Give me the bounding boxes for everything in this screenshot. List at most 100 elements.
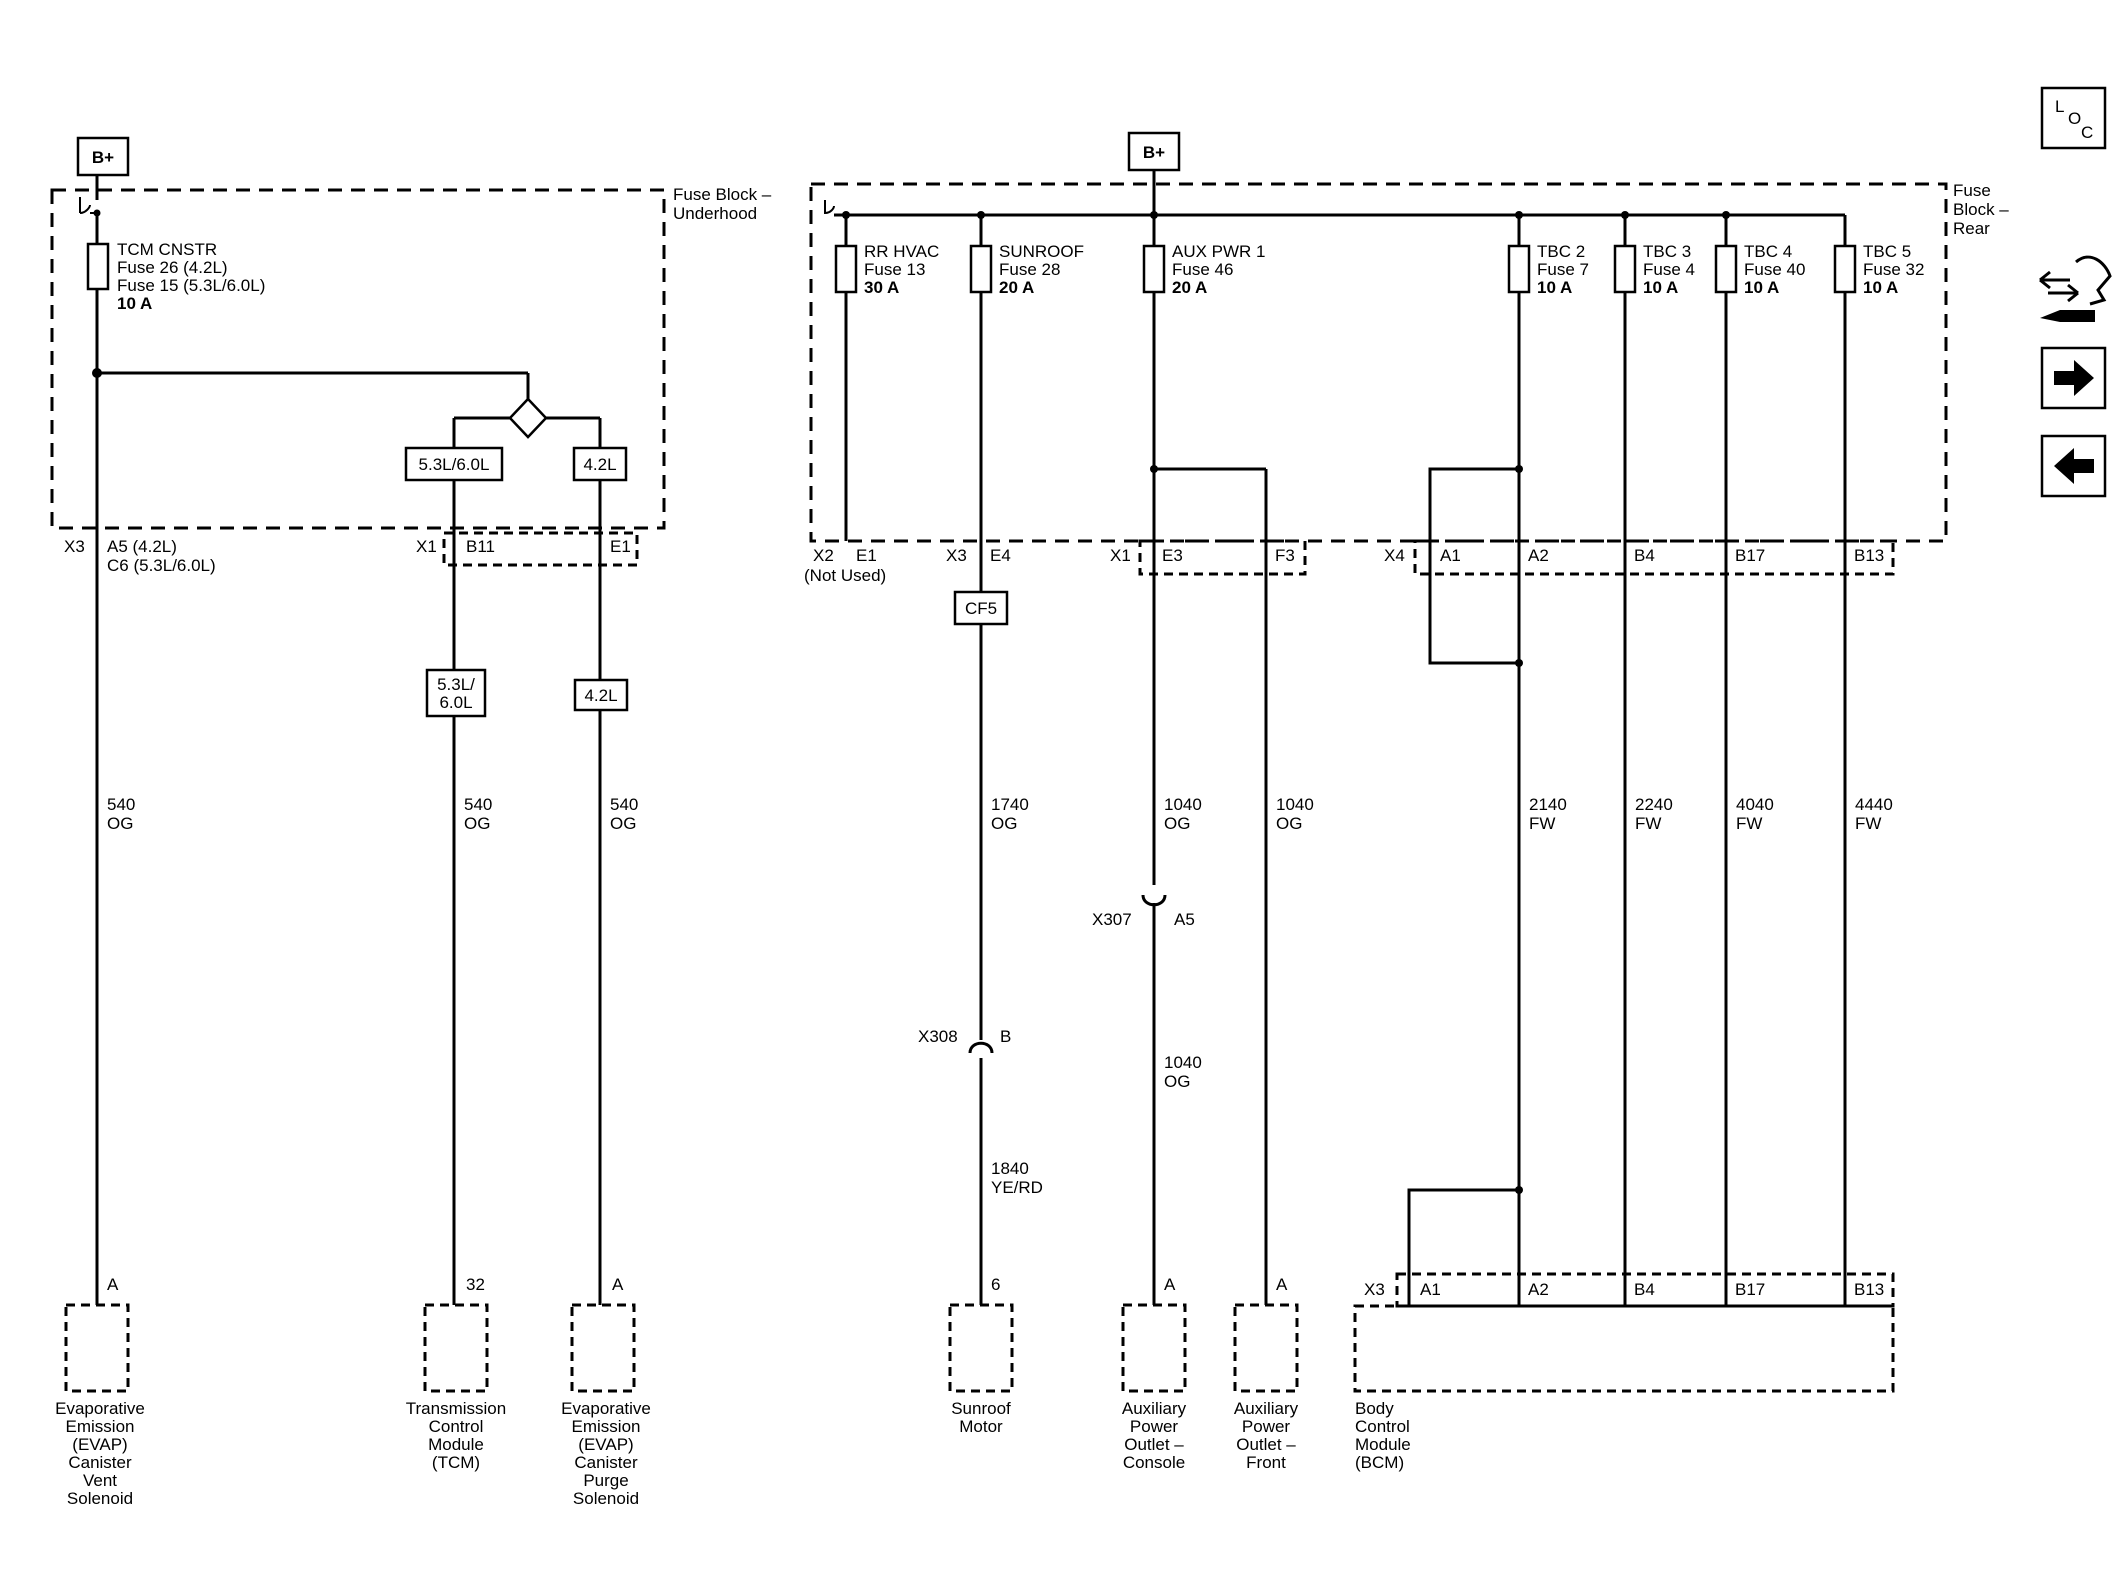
svg-text:Solenoid: Solenoid (67, 1489, 133, 1508)
svg-text:4040: 4040 (1736, 795, 1774, 814)
svg-text:SUNROOF: SUNROOF (999, 242, 1084, 261)
wire-label-1040-front: 1040 OG (1276, 795, 1314, 833)
svg-text:Underhood: Underhood (673, 204, 757, 223)
svg-text:OG: OG (1164, 814, 1190, 833)
svg-text:1040: 1040 (1164, 795, 1202, 814)
wire-label-4440: 4440 FW (1855, 795, 1893, 833)
svg-text:OG: OG (1276, 814, 1302, 833)
svg-text:1840: 1840 (991, 1159, 1029, 1178)
svg-text:OG: OG (107, 814, 133, 833)
svg-text:B4: B4 (1634, 1280, 1655, 1299)
fuse-sunroof-label: SUNROOF Fuse 28 20 A (999, 242, 1084, 297)
fuse-tbc-3-label: TBC 3 Fuse 4 10 A (1643, 242, 1695, 297)
wire-label-540-a: 540 OG (107, 795, 135, 833)
comp-tcm (423, 1303, 489, 1393)
svg-text:Vent: Vent (83, 1471, 117, 1490)
svg-text:(TCM): (TCM) (432, 1453, 480, 1472)
connector-view-icon[interactable] (2039, 255, 2112, 322)
svg-text:C: C (2081, 123, 2093, 142)
fuse-tbc-2-label: TBC 2 Fuse 7 10 A (1537, 242, 1589, 297)
svg-text:FW: FW (1635, 814, 1661, 833)
svg-text:E1: E1 (610, 537, 631, 556)
svg-text:E3: E3 (1162, 546, 1183, 565)
svg-text:5.3L/6.0L: 5.3L/6.0L (419, 455, 490, 474)
comp-aux-outlet-console-label: Auxiliary Power Outlet – Console (1122, 1399, 1187, 1472)
svg-text:Control: Control (429, 1417, 484, 1436)
svg-text:A5 (4.2L): A5 (4.2L) (107, 537, 177, 556)
svg-text:Transmission: Transmission (406, 1399, 506, 1418)
fuse-aux-pwr-1 (1142, 244, 1166, 294)
fuse-aux-pwr-1-label: AUX PWR 1 Fuse 46 20 A (1172, 242, 1266, 297)
fuse-tbc-3 (1613, 244, 1637, 294)
svg-text:Purge: Purge (583, 1471, 628, 1490)
svg-text:E4: E4 (990, 546, 1011, 565)
svg-text:Emission: Emission (66, 1417, 135, 1436)
option-42: 4.2L (572, 446, 628, 482)
svg-text:OG: OG (610, 814, 636, 833)
svg-text:A2: A2 (1528, 1280, 1549, 1299)
svg-text:Fuse 40: Fuse 40 (1744, 260, 1805, 279)
fuse-rr-hvac (834, 244, 858, 294)
conn-x1-left: X1 (416, 537, 437, 556)
svg-text:Block –: Block – (1953, 200, 2009, 219)
svg-text:540: 540 (107, 795, 135, 814)
svg-text:Fuse 13: Fuse 13 (864, 260, 925, 279)
fuse-tbc-5-label: TBC 5 Fuse 32 10 A (1863, 242, 1924, 297)
wire-label-1040-console-lower: 1040 OG (1164, 1053, 1202, 1091)
svg-text:6: 6 (991, 1275, 1000, 1294)
loc-button[interactable]: L O C (2040, 86, 2107, 150)
conn-x1-left-outline (442, 531, 639, 567)
wire-label-2240: 2240 FW (1635, 795, 1673, 833)
comp-sunroof-motor-label: Sunroof Motor (951, 1399, 1011, 1436)
svg-text:Fuse 26 (4.2L): Fuse 26 (4.2L) (117, 258, 228, 277)
svg-text:(EVAP): (EVAP) (72, 1435, 127, 1454)
fuse-block-underhood-label: Fuse Block – Underhood (673, 185, 772, 223)
svg-text:Canister: Canister (68, 1453, 132, 1472)
svg-text:Fuse 28: Fuse 28 (999, 260, 1060, 279)
comp-evap-purge-label: Evaporative Emission (EVAP) Canister Pur… (561, 1399, 651, 1508)
tag-53-60: 5.3L/ 6.0L (425, 668, 487, 718)
svg-text:10 A: 10 A (117, 294, 152, 313)
svg-text:4.2L: 4.2L (583, 455, 616, 474)
comp-aux-outlet-front (1233, 1303, 1299, 1393)
svg-text:1040: 1040 (1276, 795, 1314, 814)
comp-sunroof-motor (948, 1303, 1014, 1393)
svg-text:X1: X1 (1110, 546, 1131, 565)
svg-text:B17: B17 (1735, 546, 1765, 565)
svg-text:RR HVAC: RR HVAC (864, 242, 939, 261)
svg-text:540: 540 (464, 795, 492, 814)
svg-text:Sunroof: Sunroof (951, 1399, 1011, 1418)
svg-text:32: 32 (466, 1275, 485, 1294)
arrow-right-icon[interactable] (2040, 346, 2107, 410)
svg-text:TBC 4: TBC 4 (1744, 242, 1792, 261)
svg-text:10 A: 10 A (1744, 278, 1779, 297)
svg-text:FW: FW (1736, 814, 1762, 833)
svg-text:Emission: Emission (572, 1417, 641, 1436)
comp-aux-outlet-front-label: Auxiliary Power Outlet – Front (1234, 1399, 1299, 1472)
svg-text:540: 540 (610, 795, 638, 814)
comp-evap-vent (64, 1303, 130, 1393)
svg-text:(Not Used): (Not Used) (804, 566, 886, 585)
svg-text:CF5: CF5 (965, 599, 997, 618)
svg-text:Power: Power (1242, 1417, 1291, 1436)
svg-text:2240: 2240 (1635, 795, 1673, 814)
svg-text:YE/RD: YE/RD (991, 1178, 1043, 1197)
svg-text:Evaporative: Evaporative (55, 1399, 145, 1418)
comp-bcm (1353, 1304, 1895, 1393)
svg-text:Front: Front (1246, 1453, 1286, 1472)
svg-text:B13: B13 (1854, 546, 1884, 565)
svg-text:30 A: 30 A (864, 278, 899, 297)
arrow-left-icon[interactable] (2040, 434, 2107, 498)
svg-text:Fuse 7: Fuse 7 (1537, 260, 1589, 279)
svg-text:4440: 4440 (1855, 795, 1893, 814)
fuse-block-rear-label: Fuse Block – Rear (1953, 181, 2009, 238)
b-plus-right: B+ (1127, 131, 1181, 172)
conn-x1-rear (1138, 539, 1307, 576)
svg-text:Fuse 4: Fuse 4 (1643, 260, 1695, 279)
tag-42: 4.2L (573, 678, 629, 712)
svg-text:X4: X4 (1384, 546, 1405, 565)
svg-text:5.3L/: 5.3L/ (437, 675, 475, 694)
svg-text:Auxiliary: Auxiliary (1122, 1399, 1187, 1418)
bcm-connector-x3 (1395, 1272, 1895, 1308)
svg-text:F3: F3 (1275, 546, 1295, 565)
